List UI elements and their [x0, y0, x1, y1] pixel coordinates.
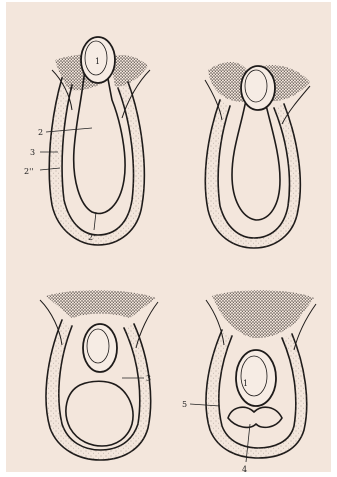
panel-top-right: [205, 62, 310, 248]
sac-fold: [228, 407, 282, 427]
leader-cavity-lower: [94, 212, 96, 230]
panel-bottom-left: 3: [40, 290, 158, 460]
groin-shading: [46, 290, 156, 318]
label-bottom: 4: [242, 465, 247, 474]
label-wall: 5: [182, 400, 187, 409]
label-outer-wall: 3: [30, 148, 35, 157]
testis: [236, 350, 276, 406]
testis: [83, 324, 117, 372]
sac-cavity: [66, 381, 133, 446]
label-cavity-lower: 2': [88, 233, 95, 242]
label-testis: 1: [95, 57, 100, 66]
label-cavity-upper: 2'': [24, 167, 34, 176]
panel-top-left: 1 2 3 2'' 2': [24, 37, 150, 245]
sac-cavity: [232, 100, 280, 220]
scrotal-wall-inner: [62, 85, 133, 235]
label-inner-layer: 2: [38, 128, 43, 137]
groin-shading: [212, 290, 314, 338]
testis: [241, 66, 275, 110]
scrotal-wall-inner: [218, 106, 289, 238]
label-outer-wall: 3: [146, 374, 151, 383]
label-testis: 1: [243, 379, 248, 388]
scrotal-wall-fill: [49, 78, 144, 245]
panel-bottom-right: 1 5 4: [182, 290, 316, 474]
scrotal-wall-fill: [205, 100, 300, 248]
